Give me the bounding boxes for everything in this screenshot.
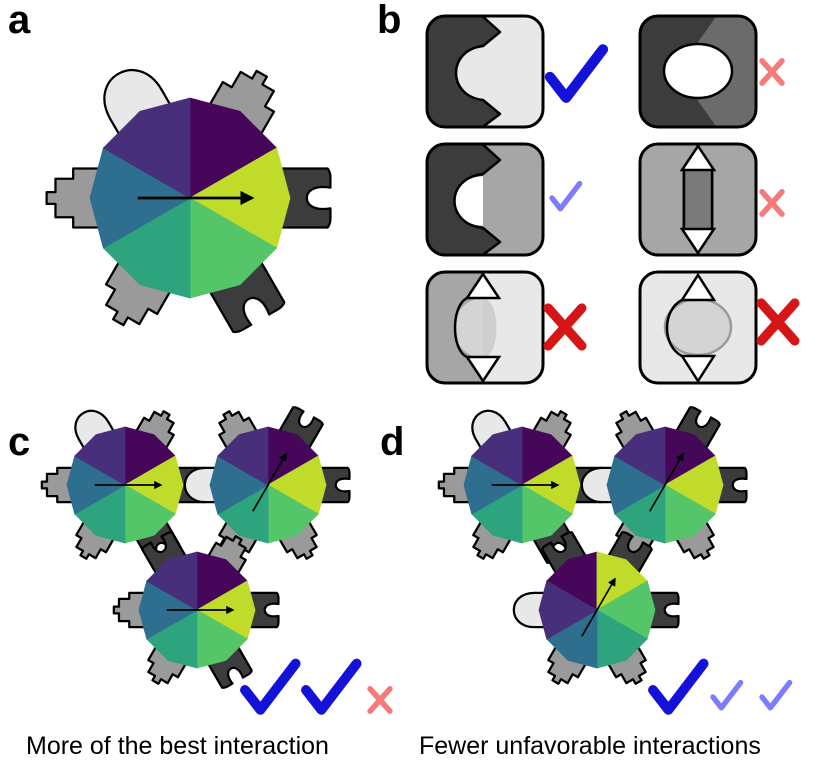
- patch-light-0: [74, 409, 117, 453]
- particle-c2: [183, 406, 351, 560]
- panel-label-d: d: [380, 420, 404, 464]
- particle-d2: [580, 406, 748, 560]
- patch-light-0: [103, 69, 175, 141]
- cross-icon-strong: [543, 303, 587, 351]
- check-icon-strong: [544, 44, 609, 103]
- caption-d: Fewer unfavorable interactions: [419, 732, 761, 760]
- patch-mid-2: [276, 517, 318, 560]
- patch-mid-4: [75, 517, 117, 560]
- panel-label-a: a: [8, 0, 31, 42]
- particle-d1: [437, 409, 605, 564]
- caption-c: More of the best interaction: [26, 732, 329, 760]
- particle-d3: [512, 531, 680, 685]
- panel-a: [45, 69, 332, 334]
- patch-mid-5: [615, 410, 657, 453]
- cross-icon-weak: [759, 189, 785, 217]
- check-icon-strong: [301, 658, 362, 715]
- cross-icon-strong: [756, 298, 800, 346]
- panel-c: [40, 406, 393, 715]
- patch-dark-2: [244, 591, 280, 629]
- arrow-icon: [252, 452, 287, 512]
- panel-d: [437, 406, 793, 715]
- wedge: [538, 580, 598, 640]
- patch-light-5: [512, 591, 550, 629]
- patch-mid-1: [205, 69, 276, 141]
- interaction-tile-2: [638, 14, 758, 129]
- particle-a: [45, 69, 332, 334]
- wedge: [614, 426, 666, 486]
- wedge: [146, 551, 198, 611]
- patch-mid-1: [133, 410, 175, 453]
- patch-mid-4: [147, 642, 189, 685]
- check-icon-weak: [549, 180, 583, 212]
- patch-dark-1: [315, 466, 351, 504]
- particle-c3: [112, 531, 280, 689]
- check-icon-weak: [710, 679, 744, 711]
- patch-dark-1: [712, 466, 748, 504]
- patch-mid-1: [530, 410, 572, 453]
- check-icon-strong: [240, 658, 301, 715]
- arrow-icon: [581, 577, 616, 637]
- patch-mid-4: [104, 255, 175, 327]
- wedge: [217, 426, 269, 486]
- patch-light-0: [471, 409, 514, 453]
- patch-mid-3: [605, 642, 647, 685]
- patch-mid-5: [45, 167, 107, 229]
- interaction-tile-6: [638, 270, 758, 385]
- particle-c1: [40, 409, 208, 564]
- patch-mid-5: [40, 466, 78, 504]
- patch-mid-5: [112, 591, 150, 629]
- check-icon-weak: [759, 679, 793, 711]
- interaction-tile-4: [638, 142, 758, 257]
- patch-mid-4: [472, 517, 514, 560]
- wedge: [102, 97, 191, 199]
- interaction-tile-1: [425, 14, 545, 129]
- wedge: [74, 426, 126, 486]
- check-icon-strong: [648, 658, 709, 715]
- panel-label-b: b: [377, 0, 401, 42]
- panel-label-c: c: [8, 420, 30, 464]
- cross-icon-weak: [759, 58, 785, 86]
- patch-dark-2: [644, 591, 680, 629]
- panel-b: [425, 14, 800, 385]
- interaction-tile-5: [425, 270, 545, 385]
- patch-light-4: [183, 466, 221, 504]
- patch-mid-1: [205, 535, 247, 578]
- arrow-icon: [649, 452, 684, 512]
- wedge: [471, 426, 523, 486]
- patch-dark-2: [273, 167, 332, 229]
- patch-mid-5: [437, 466, 475, 504]
- panel-b-marks: [543, 44, 800, 351]
- patch-light-4: [580, 466, 618, 504]
- patch-mid-2: [673, 517, 715, 560]
- interaction-tile-3: [425, 142, 545, 257]
- cross-icon-weak: [367, 686, 393, 714]
- patch-mid-5: [218, 410, 260, 453]
- patch-mid-4: [547, 642, 589, 685]
